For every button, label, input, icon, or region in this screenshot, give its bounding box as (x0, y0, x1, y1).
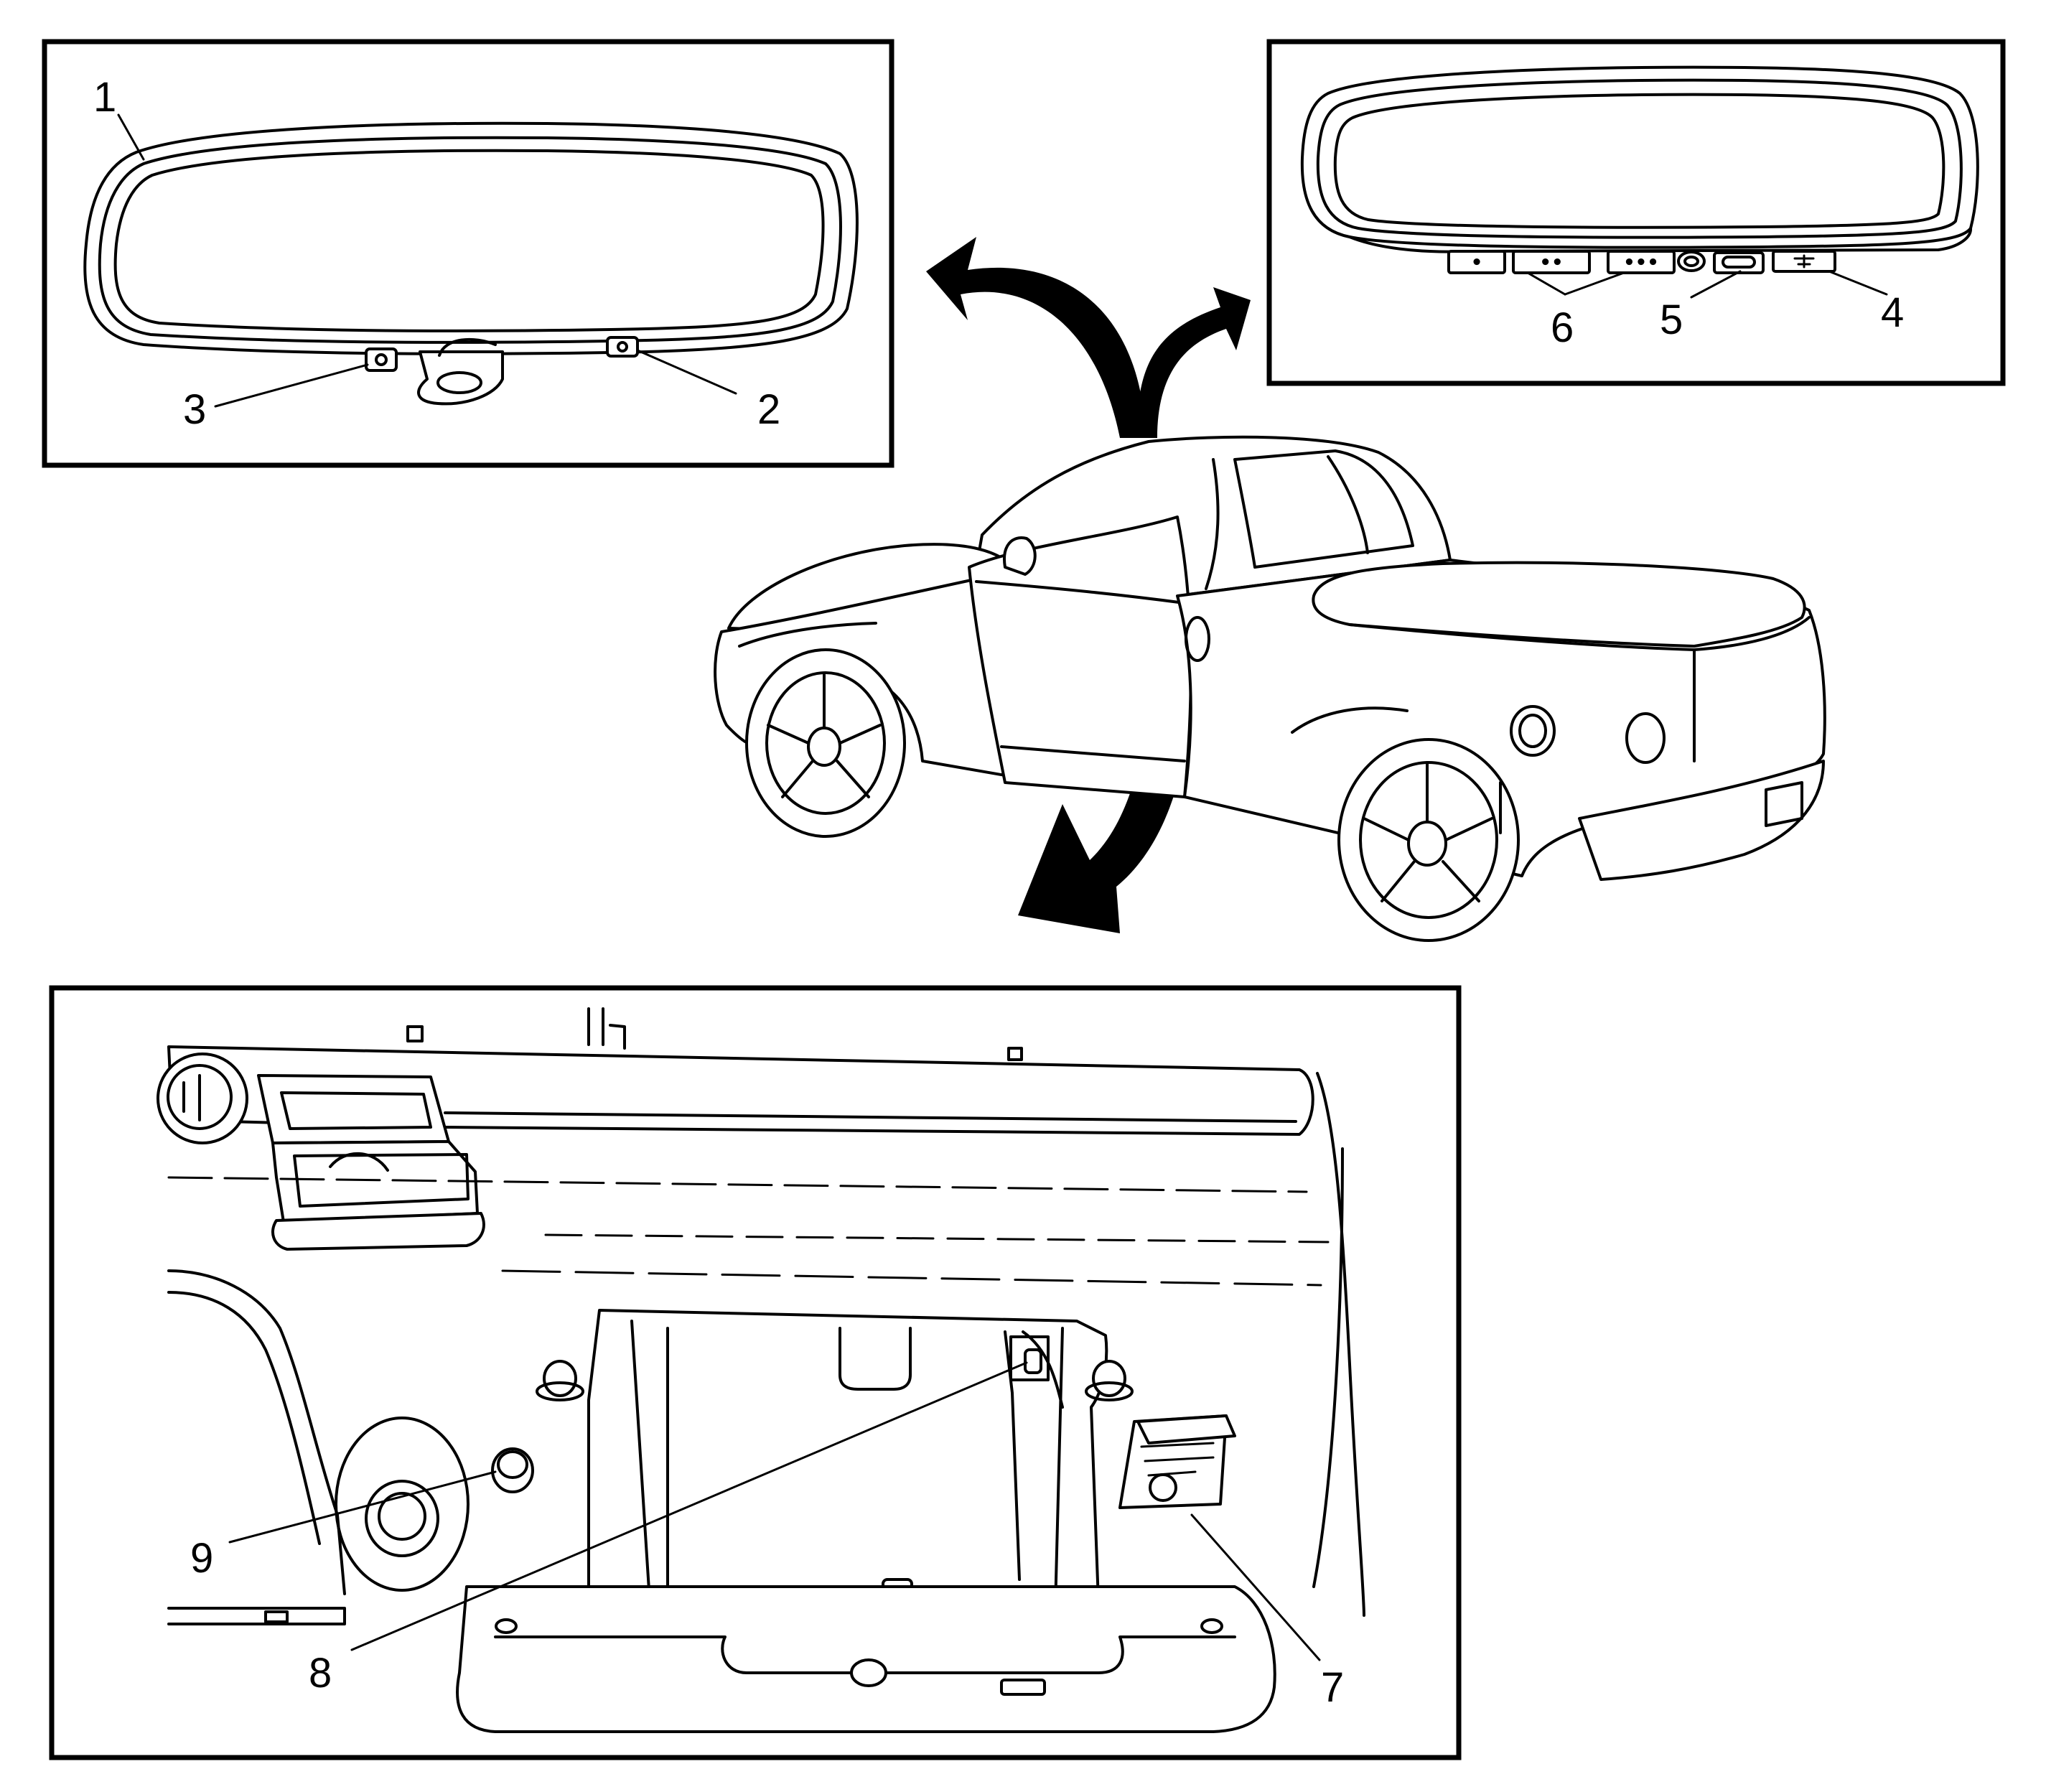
pointer-arrows (926, 237, 1251, 933)
onstar-button-3: ••• (1607, 250, 1676, 274)
callout-4: 4 (1881, 289, 1904, 336)
vehicle-side-mirror (1003, 536, 1037, 576)
callout-9: 9 (190, 1535, 213, 1582)
onstar-button-2: •• (1512, 250, 1591, 274)
onstar-button-1-label: • (1471, 252, 1483, 274)
leader-6b (1564, 271, 1625, 296)
panel-console-detail (49, 985, 1462, 1760)
onstar-button-2-label: •• (1539, 252, 1563, 274)
panel-onstar-mirror: • •• ••• (1266, 39, 2006, 386)
console-stud-right (1085, 1360, 1134, 1401)
console-module (1118, 1414, 1236, 1509)
leader-2 (636, 349, 737, 395)
basic-mirror (83, 121, 859, 406)
leader-8 (350, 1361, 1028, 1651)
leader-7 (1190, 1513, 1321, 1661)
onstar-button-3-label: ••• (1623, 252, 1659, 274)
console-base-fastener (850, 1658, 887, 1687)
console-round-fitting (157, 1053, 248, 1144)
vehicle-rear-bumper (1578, 760, 1825, 881)
onstar-light-sensor (1772, 250, 1836, 273)
callout-2: 2 (757, 386, 780, 433)
console-wire-connector (1009, 1335, 1050, 1381)
arrow-to-onstar-mirror (1137, 287, 1251, 438)
console-stud-left (536, 1360, 584, 1401)
vehicle-tail-light-right (1625, 712, 1666, 764)
vehicle-tail-light-left (1510, 705, 1556, 757)
vehicle-rear-wheel (1337, 738, 1520, 942)
leader-4 (1828, 270, 1888, 296)
onstar-button-1: • (1447, 250, 1506, 274)
console-ashtray (257, 1074, 485, 1251)
onstar-status-led (1713, 251, 1765, 274)
console-lower-fitting (335, 1417, 470, 1592)
mirror-mount-screw-left (365, 347, 398, 372)
vehicle-front-wheel (745, 648, 906, 838)
onstar-microphone (1677, 251, 1706, 272)
leader-3 (214, 363, 369, 408)
callout-8: 8 (309, 1650, 332, 1697)
callout-7: 7 (1321, 1664, 1344, 1711)
leader-1 (117, 113, 145, 161)
callout-5: 5 (1660, 297, 1683, 343)
vehicle-door (968, 515, 1192, 798)
mirror-mount-screw-right (606, 336, 639, 358)
console-access-plug (491, 1447, 534, 1493)
callout-6: 6 (1551, 304, 1574, 351)
arrow-to-basic-mirror (926, 237, 1146, 438)
console-callouts: 7 8 9 (190, 1361, 1344, 1711)
panel-basic-mirror: 1 2 3 (42, 39, 894, 468)
arrow-to-console (1018, 538, 1190, 933)
callout-3: 3 (183, 386, 206, 433)
leader-5 (1690, 270, 1742, 299)
leader-6a (1526, 271, 1566, 296)
callout-1: 1 (93, 74, 116, 121)
leader-9 (228, 1470, 497, 1544)
mirror-mount-stem (417, 337, 504, 406)
vehicle-pickup (714, 435, 1826, 942)
onstar-mirror: • •• ••• (1300, 65, 1979, 274)
